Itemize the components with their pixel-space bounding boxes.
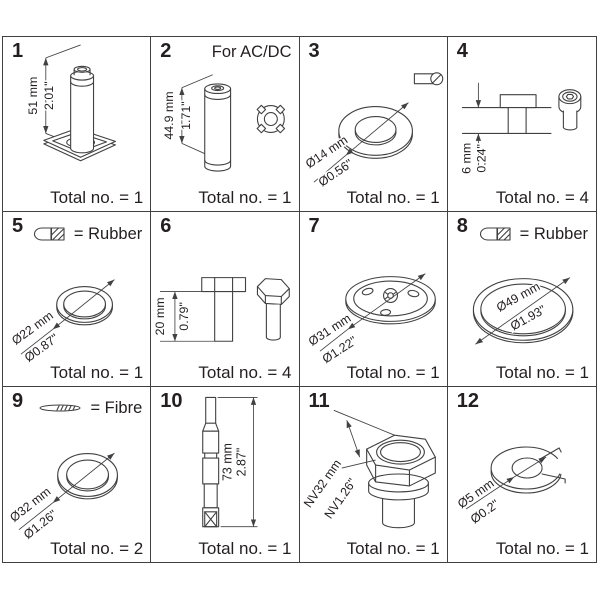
o-ring-drawing: Ø22 mm Ø0.87" xyxy=(8,279,115,366)
dim-imperial-label: 1.71" xyxy=(179,101,193,130)
total-count-label: Total no. = 2 xyxy=(50,539,144,559)
part-cell-3: Ø14 mm Ø0.56" 3 Total no. = 1 xyxy=(299,37,448,212)
part-number: 1 xyxy=(12,40,24,62)
legend-label: = Rubber xyxy=(73,224,143,243)
part-number: 12 xyxy=(456,390,479,412)
total-count-label: Total no. = 4 xyxy=(198,363,292,383)
part-cell-4: 6 mm 0.24" 4 Total no. = 4 xyxy=(447,37,596,212)
dim-metric-label: 44.9 mm xyxy=(162,91,176,139)
part-cell-2: 44.9 mm 1.71" 2 For AC/DC Total no. = 1 xyxy=(151,37,300,212)
total-count-label: Total no. = 1 xyxy=(346,188,440,208)
rubber-hatch-icon xyxy=(33,227,65,241)
part-number: 9 xyxy=(12,390,24,412)
total-count-label: Total no. = 1 xyxy=(50,363,144,383)
sleeve-top-view-notches xyxy=(256,104,286,134)
total-count-label: Total no. = 1 xyxy=(346,539,440,559)
total-count-label: Total no. = 4 xyxy=(495,188,589,208)
part-cell-11: NV32 mm NV1.26" 11 Total no. = 1 xyxy=(300,387,448,562)
parts-grid: 51 mm 2.01" 1 Total no. = 1 44.9 xyxy=(2,36,597,563)
part-cell-5: Ø22 mm Ø0.87" 5 = Rubber Total no. = 1 xyxy=(3,212,152,387)
washer-drawing: Ø14 mm Ø0.56" xyxy=(301,72,443,191)
split-washer-drawing: Ø5 mm Ø0.2" xyxy=(453,440,594,528)
gasket-cylinder-icon xyxy=(413,72,443,86)
total-count-label: Total no. = 1 xyxy=(198,539,292,559)
dim-imperial-label: 0.24" xyxy=(474,144,488,173)
hex-bolt-3d xyxy=(257,278,291,341)
part-number: 6 xyxy=(160,215,172,237)
material-legend: = Fibre xyxy=(3,400,142,417)
dim-imperial-label: 0.79" xyxy=(177,302,191,331)
material-legend: = Rubber xyxy=(3,225,142,243)
part-cell-6: 20 mm 0.79" 6 Total no. = 4 xyxy=(151,212,300,387)
part-cell-10: 73 mm 2.87" 10 Total no. = 1 xyxy=(151,387,300,562)
part-number: 4 xyxy=(456,40,468,62)
armature-plunger-drawing: 51 mm 2.01" xyxy=(24,44,116,162)
dim-metric-label: 6 mm xyxy=(459,143,473,174)
coil-sleeve-drawing: 44.9 mm 1.71" xyxy=(161,74,286,172)
legend-label: = Rubber xyxy=(519,224,588,243)
fibre-strip-icon xyxy=(39,404,81,412)
valve-plate-drawing: Ø31 mm Ø1.22" xyxy=(304,273,436,368)
hex-bolt-drawing: 20 mm 0.79" xyxy=(152,277,291,342)
dim-imperial-label: 2.87" xyxy=(235,448,249,477)
part-number: 2 xyxy=(160,40,172,62)
material-legend: = Rubber xyxy=(448,225,588,243)
part-cell-1: 51 mm 2.01" 1 Total no. = 1 xyxy=(3,37,152,212)
dim-metric-label: 20 mm xyxy=(153,297,167,335)
part-number: 10 xyxy=(160,390,183,412)
total-count-label: Total no. = 1 xyxy=(495,363,589,383)
rubber-hatch-icon xyxy=(479,227,511,241)
part-cell-12: Ø5 mm Ø0.2" 12 Total no. = 1 xyxy=(448,387,596,562)
dim-imperial-label: 2.01" xyxy=(42,81,56,110)
total-count-label: Total no. = 1 xyxy=(50,188,144,208)
part-cell-7: Ø31 mm Ø1.22" 7 Total no. = 1 xyxy=(299,212,448,387)
part-number: 3 xyxy=(308,40,320,62)
total-count-label: Total no. = 1 xyxy=(495,539,589,559)
part-number: 11 xyxy=(308,390,330,412)
total-count-label: Total no. = 1 xyxy=(198,188,292,208)
fibre-gasket-drawing: Ø32 mm Ø1.26" xyxy=(6,452,118,543)
part-number: 7 xyxy=(308,215,320,237)
stem-drawing: 73 mm 2.87" xyxy=(202,396,258,528)
large-o-ring-drawing: Ø49 mm Ø1.93" xyxy=(472,277,574,345)
socket-screw-3d xyxy=(558,89,582,131)
total-count-label: Total no. = 1 xyxy=(346,363,440,383)
ac-dc-note: For AC/DC xyxy=(211,43,292,61)
dim-metric-label: 51 mm xyxy=(26,77,40,115)
legend-label: = Fibre xyxy=(90,399,143,417)
part-cell-9: Ø32 mm Ø1.26" 9 = Fibre Total no. = 2 xyxy=(3,387,152,562)
hex-plug-drawing: NV32 mm NV1.26" xyxy=(300,409,436,529)
part-number: 8 xyxy=(456,215,468,237)
part-cell-8: Ø49 mm Ø1.93" 8 = Rubber Total no. = 1 xyxy=(447,212,596,387)
screw-drawing: 6 mm 0.24" xyxy=(458,82,582,175)
dim-metric-label: 73 mm xyxy=(221,443,235,481)
part-number: 5 xyxy=(12,215,24,237)
